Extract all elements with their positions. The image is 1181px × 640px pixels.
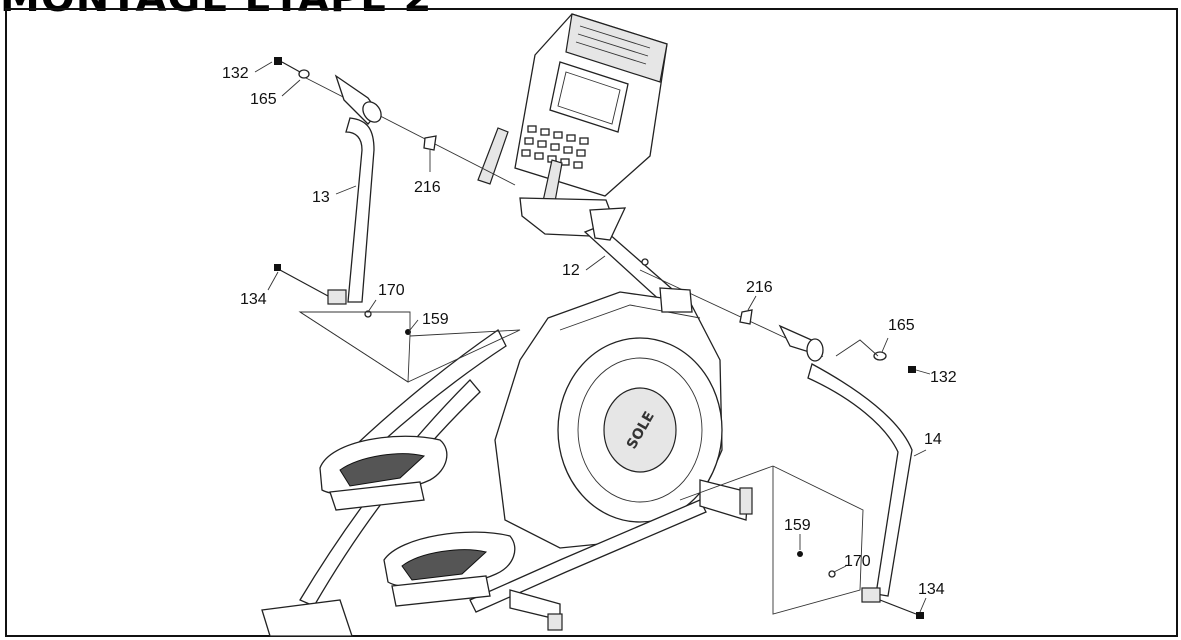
part-labels: 132 165 13 216 134 170 159 12 216 165 13… bbox=[222, 65, 957, 598]
bolt-134-left-icon bbox=[274, 264, 281, 271]
right-axle-centerline bbox=[639, 269, 791, 341]
callout-132-left: 132 bbox=[222, 65, 249, 82]
washer-165-right-icon bbox=[873, 351, 887, 361]
callout-159-right: 159 bbox=[784, 517, 811, 534]
callout-134-right: 134 bbox=[918, 581, 945, 598]
left-handgrip-sensor bbox=[477, 127, 509, 185]
brand-medallion bbox=[603, 387, 677, 473]
left-handlebar-clamp bbox=[327, 289, 347, 305]
right-pedal bbox=[383, 531, 516, 607]
washer-170-left-icon bbox=[364, 310, 372, 318]
callout-13: 13 bbox=[312, 189, 330, 206]
console-keypad bbox=[521, 125, 589, 169]
diagram-border bbox=[5, 8, 1178, 637]
console bbox=[477, 13, 668, 237]
main-frame-shroud: SOLE bbox=[494, 287, 723, 549]
nut-159-right-icon bbox=[797, 551, 803, 557]
callout-216-left: 216 bbox=[414, 179, 441, 196]
bolt-134-right-icon bbox=[916, 612, 924, 619]
callout-134-left: 134 bbox=[240, 291, 267, 308]
callout-170-left: 170 bbox=[378, 282, 405, 299]
right-handlebar-clamp bbox=[861, 587, 881, 603]
left-hardware bbox=[274, 57, 437, 335]
washer-170-right-icon bbox=[828, 570, 836, 578]
washer-165-left-icon bbox=[298, 69, 310, 79]
callout-159-left: 159 bbox=[422, 311, 449, 328]
spacer-216-right-icon bbox=[739, 309, 753, 325]
spacer-216-left-icon bbox=[423, 135, 437, 151]
left-axle-centerline bbox=[305, 77, 516, 186]
callout-12: 12 bbox=[562, 262, 580, 279]
console-mast bbox=[583, 207, 682, 305]
bolt-132-right-icon bbox=[908, 366, 916, 373]
left-upper-handlebar bbox=[327, 74, 382, 305]
callout-165-left: 165 bbox=[250, 91, 277, 108]
callout-14: 14 bbox=[924, 431, 942, 448]
nut-159-left-icon bbox=[405, 329, 411, 335]
right-upper-handlebar bbox=[778, 324, 913, 603]
callout-165-right: 165 bbox=[888, 317, 915, 334]
bolt-132-left-icon bbox=[274, 57, 282, 65]
callout-216-right: 216 bbox=[746, 279, 773, 296]
callout-132-right: 132 bbox=[930, 369, 957, 386]
callout-170-right: 170 bbox=[844, 553, 871, 570]
left-pedal bbox=[319, 435, 448, 511]
callout-lines bbox=[254, 61, 931, 615]
right-hardware bbox=[739, 309, 924, 619]
